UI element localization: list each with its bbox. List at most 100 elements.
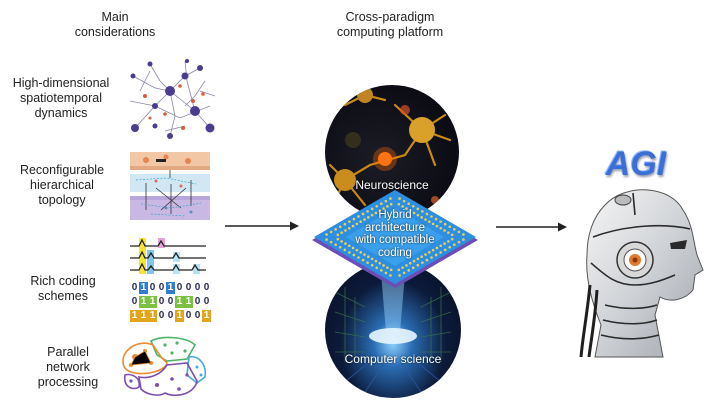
binary-digit: 0	[158, 296, 165, 307]
chip-pin	[401, 266, 404, 269]
heading-line: computing platform	[336, 25, 444, 39]
chip-pin	[359, 251, 362, 254]
binary-digit: 1	[202, 310, 211, 322]
chip-pin	[384, 199, 388, 203]
binary-digit: 0	[194, 296, 201, 307]
chip-pin	[338, 225, 342, 229]
chip-pin	[450, 233, 454, 237]
chip-pin	[370, 213, 374, 217]
chip-pin	[351, 246, 355, 250]
chip-pin	[359, 220, 362, 223]
chip-pin	[431, 248, 435, 252]
consideration-label-topology: Reconfigurable hierarchical topology	[2, 163, 122, 208]
label-line: High-dimensional	[12, 76, 110, 90]
chip-pin	[347, 244, 351, 248]
consideration-label-parallel: Parallel network processing	[18, 345, 118, 390]
chip-pin	[352, 253, 356, 257]
chip-pin	[398, 197, 401, 200]
chip-pin	[457, 230, 461, 234]
label-line: topology	[38, 193, 86, 207]
chip-pin	[382, 207, 385, 210]
label-line: hierarchical	[30, 178, 94, 192]
chip-pin	[411, 204, 415, 208]
chip-pin	[374, 211, 378, 215]
chip-pin	[439, 244, 443, 248]
chip-pin	[430, 256, 433, 259]
chip-pin	[434, 253, 438, 257]
chip-pin	[344, 242, 347, 245]
chip-pin	[363, 253, 366, 256]
chip-pin	[352, 217, 356, 221]
chip-label-line: with compatible	[355, 234, 435, 246]
chip-pin	[389, 202, 393, 206]
binary-digit: 1	[130, 310, 139, 322]
chip-pin	[402, 271, 406, 275]
chip-pin	[361, 212, 365, 216]
chip-pin	[334, 243, 337, 246]
chip-pin	[439, 226, 443, 230]
chip-pin	[428, 251, 431, 254]
chip-pin	[447, 240, 450, 243]
spike-coding-icon	[130, 238, 206, 274]
hybrid-chip-label: Hybrid architecture with compatible codi…	[345, 209, 445, 259]
chip-pin	[380, 202, 383, 205]
binary-digit: 1	[139, 296, 148, 308]
chip-pin	[398, 274, 401, 277]
chip-pin	[447, 231, 450, 234]
chip-label-line: Hybrid	[378, 209, 412, 221]
chip-pin	[355, 248, 359, 252]
chip-pin	[325, 233, 328, 236]
binary-digit: 0	[167, 310, 174, 321]
chip-pin	[425, 212, 429, 216]
chip-pin	[344, 229, 347, 232]
arrow-right-icon	[225, 221, 299, 231]
chip-pin	[443, 242, 446, 245]
chip-pin	[420, 216, 423, 219]
chip-pin	[430, 215, 433, 218]
chip-pin	[367, 255, 370, 258]
chip-pin	[389, 274, 392, 277]
chip-pin	[450, 237, 454, 241]
chip-pin	[411, 266, 415, 270]
chip-pin	[397, 268, 401, 272]
chip-pin	[363, 218, 366, 221]
chip-pin	[421, 261, 424, 264]
chip-pin	[361, 258, 365, 262]
left-column-heading: Main considerations	[60, 10, 170, 40]
chip-pin	[343, 222, 347, 226]
binary-digit: 1	[148, 310, 157, 322]
chip-pin	[412, 211, 416, 215]
chip-pin	[453, 243, 456, 246]
binary-digit: 0	[149, 282, 156, 293]
heading-line: considerations	[74, 25, 156, 39]
chip-pin	[389, 197, 392, 200]
arrow-right-icon	[496, 222, 567, 232]
chip-pin	[408, 261, 412, 265]
chip-pin	[336, 233, 340, 237]
chip-pin	[378, 261, 382, 265]
binary-digit: 1	[184, 296, 193, 308]
binary-digit: 0	[131, 296, 138, 307]
neuron-network-icon	[129, 59, 216, 139]
chip-pin	[370, 257, 374, 261]
chip-pin	[386, 266, 389, 269]
chip-pin	[336, 237, 340, 241]
chip-pin	[329, 240, 333, 244]
chip-pin	[384, 271, 388, 275]
binary-digit: 0	[158, 310, 165, 321]
chip-pin	[408, 209, 412, 213]
chip-pin	[443, 222, 447, 226]
binary-digit: 0	[203, 296, 210, 307]
chip-pin	[378, 209, 382, 213]
chip-pin	[424, 218, 427, 221]
binary-digit: 0	[158, 282, 165, 293]
binary-digit: 0	[194, 310, 201, 321]
chip-pin	[340, 231, 343, 234]
chip-pin	[443, 229, 446, 232]
binary-digit: 1	[166, 282, 175, 294]
binary-digit: 1	[139, 310, 148, 322]
chip-pin	[380, 269, 383, 272]
label-line: dynamics	[34, 106, 88, 120]
